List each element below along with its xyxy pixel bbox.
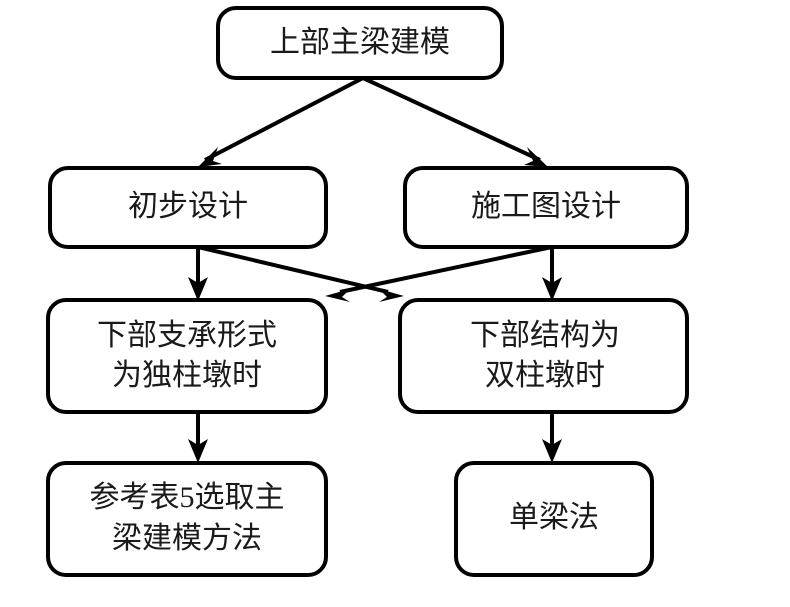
- edge-preliminary-to-single-column: [188, 247, 208, 301]
- node-double-column-pier-substructure[interactable]: 下部结构为 双柱墩时: [398, 298, 689, 414]
- edge-modeling-to-construction: [362, 76, 548, 167]
- edge-construction-to-double-column: [542, 247, 562, 301]
- node-label-preliminary-design: 初步设计: [128, 190, 248, 223]
- node-label-construction-drawing-design: 施工图设计: [471, 190, 621, 223]
- node-box-construction-drawing-design[interactable]: [403, 166, 689, 249]
- node-label-single-beam-method: 单梁法: [509, 501, 599, 534]
- nodes-layer: 上部主梁建模 初步设计 施工图设计 下部支承形式 为独柱墩时 下部结构为: [46, 6, 689, 577]
- node-box-double-column-pier-substructure[interactable]: [398, 298, 689, 414]
- node-refer-table5-select-method[interactable]: 参考表5选取主 梁建模方法: [46, 461, 328, 577]
- node-label-refer-table5-select-method-line2: 梁建模方法: [112, 522, 262, 555]
- connectors-layer: [188, 76, 562, 463]
- edge-double-column-to-single-beam: [542, 412, 562, 463]
- edge-modeling-to-preliminary: [198, 76, 364, 167]
- node-single-beam-method[interactable]: 单梁法: [454, 461, 654, 577]
- node-box-single-beam-method[interactable]: [454, 461, 654, 577]
- node-box-preliminary-design[interactable]: [48, 166, 328, 249]
- node-label-single-column-pier-support-line1: 下部支承形式: [97, 319, 277, 352]
- node-single-column-pier-support[interactable]: 下部支承形式 为独柱墩时: [46, 298, 328, 414]
- node-label-refer-table5-select-method-line1: 参考表5选取主: [90, 481, 285, 514]
- edge-preliminary-to-double-column: [197, 245, 404, 302]
- edge-construction-to-single-column: [325, 245, 553, 302]
- node-box-main-girder-modeling[interactable]: [216, 6, 504, 80]
- node-label-double-column-pier-substructure-line2: 双柱墩时: [485, 359, 605, 392]
- node-construction-drawing-design[interactable]: 施工图设计: [403, 166, 689, 249]
- node-label-main-girder-modeling: 上部主梁建模: [270, 26, 450, 59]
- node-label-double-column-pier-substructure-line1: 下部结构为: [470, 319, 620, 352]
- node-preliminary-design[interactable]: 初步设计: [48, 166, 328, 249]
- node-label-single-column-pier-support-line2: 为独柱墩时: [112, 359, 262, 392]
- node-box-refer-table5-select-method[interactable]: [46, 461, 328, 577]
- edge-single-column-to-table5: [188, 412, 208, 463]
- node-box-single-column-pier-support[interactable]: [46, 298, 328, 414]
- node-main-girder-modeling[interactable]: 上部主梁建模: [216, 6, 504, 80]
